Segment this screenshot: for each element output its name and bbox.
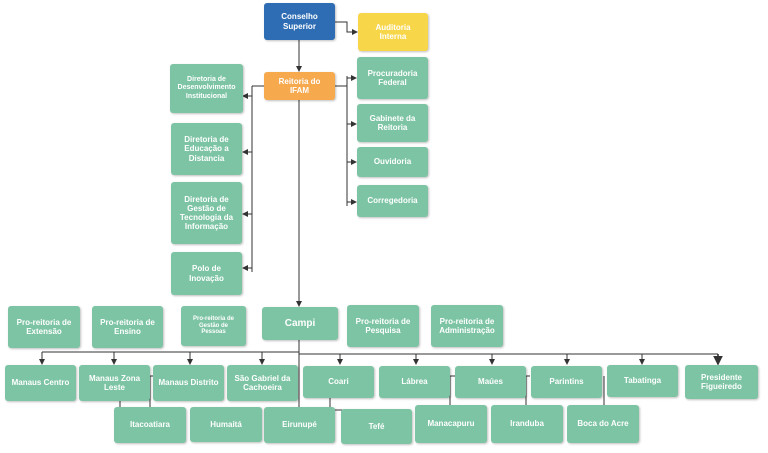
node-pro-administracao[interactable]: Pro-reitoria de Administração [431,305,503,347]
node-pro-ensino[interactable]: Pro-reitoria de Ensino [92,306,163,348]
node-diretoria-desenvolvimento[interactable]: Diretoria de Desenvolvimento Institucion… [170,64,243,113]
node-presidente-figueiredo[interactable]: Presidente Figueiredo [685,365,758,399]
node-pro-extensao[interactable]: Pro-reitoria de Extensão [8,306,80,348]
node-manaus-zona-leste[interactable]: Manaus Zona Leste [79,365,150,401]
node-corregedoria[interactable]: Corregedoria [357,185,428,217]
node-polo-inovacao[interactable]: Polo de Inovação [171,252,242,295]
node-manacapuru[interactable]: Manacapuru [415,405,487,443]
node-humaita[interactable]: Humaitá [190,407,262,442]
node-tefe[interactable]: Tefé [341,409,412,444]
node-itacoatiara[interactable]: Itacoatiara [114,407,186,443]
node-labrea[interactable]: Lábrea [379,366,450,398]
node-conselho-superior[interactable]: Conselho Superior [264,3,335,40]
node-manaus-centro[interactable]: Manaus Centro [5,365,76,401]
node-tabatinga[interactable]: Tabatinga [607,365,678,397]
node-pro-gestao-pessoas[interactable]: Pro-reitoria de Gestão de Pessoas [181,306,246,346]
node-campi[interactable]: Campi [262,307,338,340]
node-procuradoria-federal[interactable]: Procuradoria Federal [357,57,428,99]
node-eirunepe[interactable]: Eirunupé [264,407,335,443]
node-sao-gabriel[interactable]: São Gabriel da Cachoeira [227,365,298,401]
node-boca-do-acre[interactable]: Boca do Acre [567,405,639,443]
node-auditoria-interna[interactable]: Auditoria Interna [358,13,428,51]
node-coari[interactable]: Coari [303,366,374,398]
node-diretoria-educacao[interactable]: Diretoria de Educação a Distancia [171,123,242,175]
node-diretoria-gestao-ti[interactable]: Diretoria de Gestão de Tecnologia da Inf… [171,182,242,244]
node-gabinete-reitoria[interactable]: Gabinete da Reitoria [357,104,428,142]
node-iranduba[interactable]: Iranduba [491,405,563,443]
node-pro-pesquisa[interactable]: Pro-reitoria de Pesquisa [347,305,419,347]
line-conselho-auditoria [335,21,358,35]
node-reitoria[interactable]: Reitoria do IFAM [264,72,335,100]
node-parintins[interactable]: Parintins [531,366,602,398]
node-manaus-distrito[interactable]: Manaus Distrito [153,365,224,401]
node-ouvidoria[interactable]: Ouvidoria [357,147,428,177]
node-maues[interactable]: Maúes [455,366,526,398]
